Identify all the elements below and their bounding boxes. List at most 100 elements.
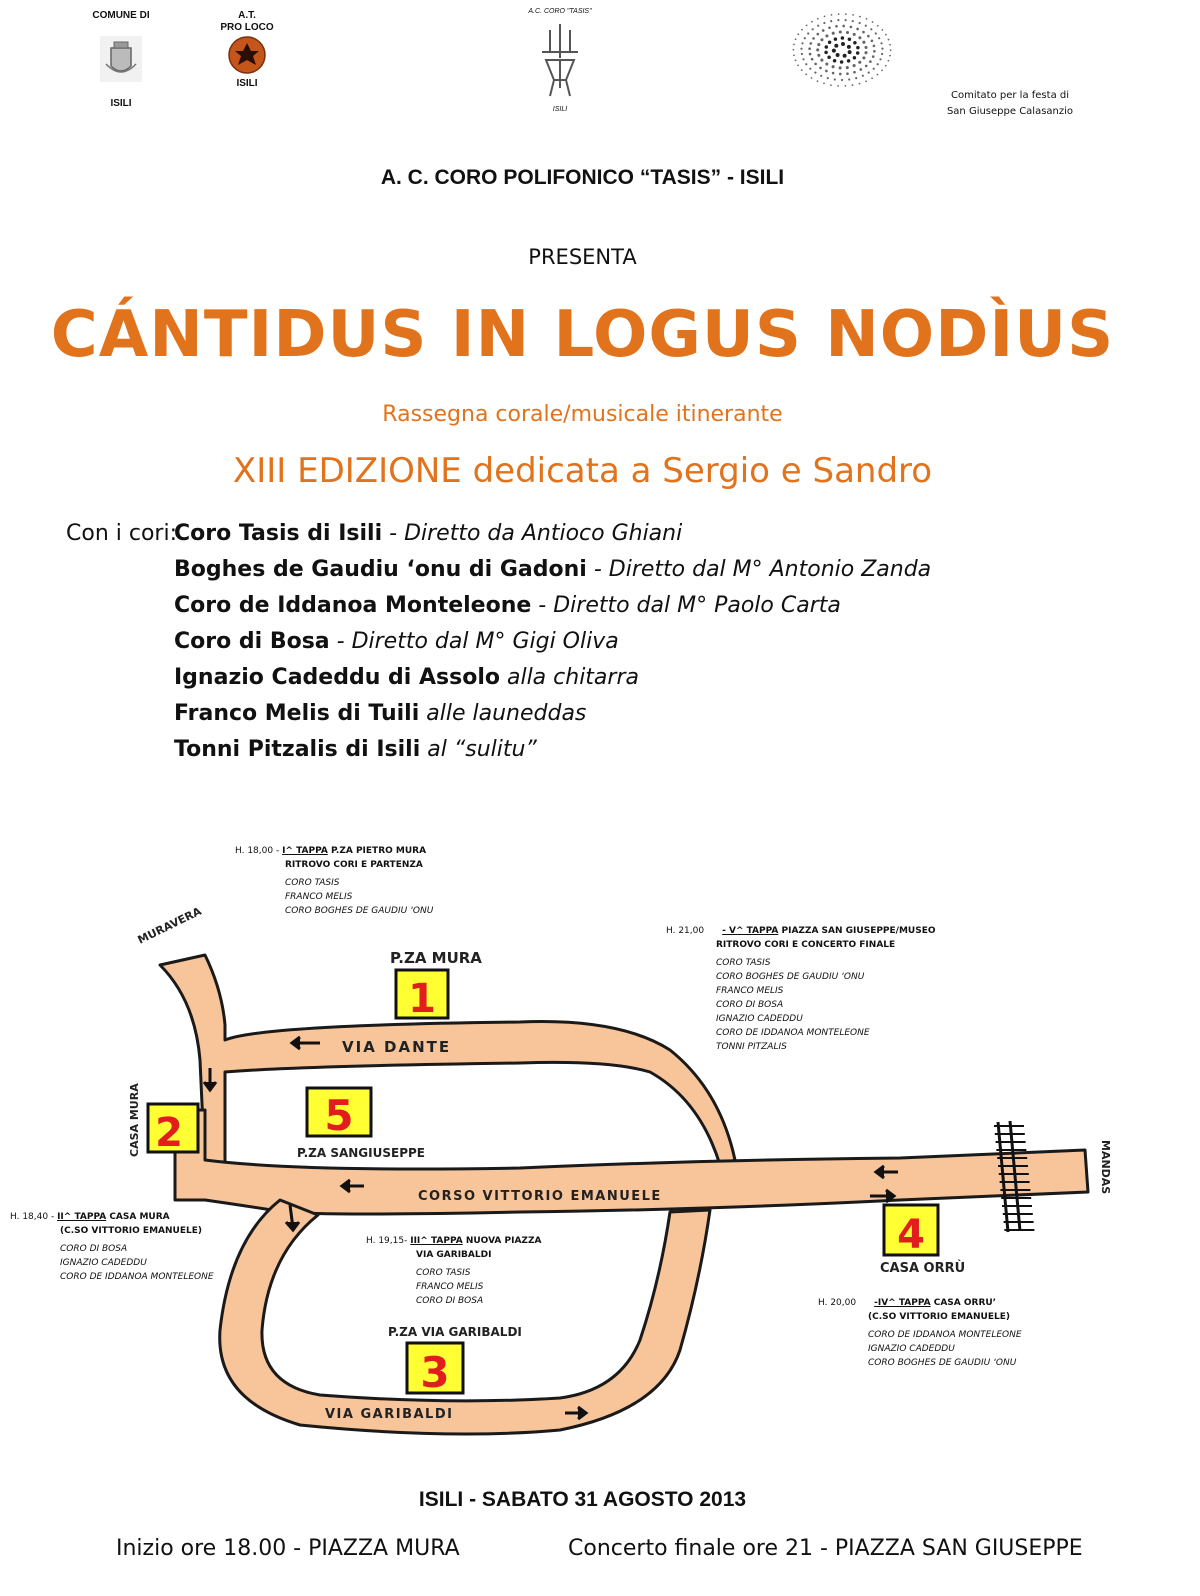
finale-info: Concerto finale ore 21 - PIAZZA SAN GIUS… [568, 1536, 1083, 1561]
arrow-left-icon [289, 1035, 320, 1051]
stage-number: I^ TAPPA [282, 846, 328, 856]
stage-performer: TONNI PITZALIS [716, 1042, 787, 1052]
stage-line2: VIA GARIBALDI [416, 1250, 492, 1260]
list-item: Ignazio Cadeddu di Assolo alla chitarra [66, 663, 931, 699]
marker-3-number: 3 [420, 1348, 449, 1397]
stage-place: NUOVA PIAZZA [462, 1236, 542, 1246]
choir-name: Coro di Bosa [174, 629, 330, 654]
coro-tasis-logo-icon [532, 18, 588, 102]
stage-time: H. 18,40 - [10, 1212, 58, 1222]
roads [158, 953, 1090, 1436]
stage-2-info: H. 18,40 - II^ TAPPA CASA MURA (C.SO VIT… [10, 1210, 214, 1284]
choir-detail: - Diretto dal M° Gigi Oliva [329, 629, 619, 654]
event-title: CÁNTIDUS IN LOGUS NODÌUS [50, 298, 1115, 372]
marker-1: 1 [394, 968, 450, 1022]
proloco-logo-top-label: A.T. [238, 10, 256, 21]
choir-detail: al “sulitu” [420, 737, 537, 762]
stage-5-info: H. 21,00- V^ TAPPA PIAZZA SAN GIUSEPPE/M… [666, 924, 936, 1054]
stage-performer: CORO TASIS [716, 958, 771, 968]
marker-4-number: 4 [897, 1212, 925, 1258]
label-via-garibaldi: VIA GARIBALDI [325, 1407, 453, 1422]
stage-3-info: H. 19,15- III^ TAPPA NUOVA PIAZZA VIA GA… [366, 1234, 541, 1308]
coro-logo-bottom-label: ISILI [552, 106, 568, 113]
stage-performer: CORO DI BOSA [716, 1000, 784, 1010]
choir-name: Ignazio Cadeddu di Assolo [174, 665, 500, 690]
arrow-right-icon [870, 1188, 897, 1204]
marker-4: 4 [882, 1203, 940, 1258]
stage-number: III^ TAPPA [410, 1236, 463, 1246]
stage-number: -IV^ TAPPA [874, 1298, 931, 1308]
stage-time: H. 18,00 - [235, 846, 283, 856]
label-pza-sangiuseppe: P.ZA SANGIUSEPPE [297, 1146, 425, 1160]
choir-name: Coro de Iddanoa Monteleone [174, 593, 532, 618]
stage-performer: FRANCO MELIS [285, 892, 353, 902]
choir-detail: alla chitarra [499, 665, 639, 690]
choir-name: Tonni Pitzalis di Isili [174, 737, 421, 762]
stage-performer: CORO DE IDDANOA MONTELEONE [716, 1028, 870, 1038]
stage-performer: CORO DI BOSA [416, 1296, 484, 1306]
arrow-down-icon [202, 1068, 218, 1093]
stage-performer: CORO BOGHES DE GAUDIU ‘ONU [716, 972, 865, 982]
road-via-garibaldi [218, 1198, 712, 1436]
label-casa-mura: CASA MURA [128, 1083, 141, 1157]
stage-number: II^ TAPPA [57, 1212, 107, 1222]
choirs-list: Con i cori:Coro Tasis di Isili - Diretto… [66, 519, 931, 771]
list-item: Coro di Bosa - Diretto dal M° Gigi Oliva [66, 627, 931, 663]
stage-performer: CORO TASIS [416, 1268, 471, 1278]
event-date: ISILI - SABATO 31 AGOSTO 2013 [418, 1488, 747, 1511]
choir-name: Coro Tasis di Isili [174, 521, 383, 546]
marker-5-number: 5 [324, 1091, 353, 1140]
stage-performer: IGNAZIO CADEDDU [60, 1258, 147, 1268]
stage-time: H. 20,00 [818, 1298, 857, 1308]
coro-logo-top-label: A.C. CORO "TASIS" [528, 8, 592, 15]
choir-detail: - Diretto da Antioco Ghiani [382, 521, 683, 546]
stage-performer: CORO TASIS [285, 878, 340, 888]
list-item: Con i cori:Coro Tasis di Isili - Diretto… [66, 519, 931, 555]
list-item: Coro de Iddanoa Monteleone - Diretto dal… [66, 591, 931, 627]
proloco-logo-mid-label: PRO LOCO [220, 22, 274, 33]
stage-1-info: H. 18,00 - I^ TAPPA P.ZA PIETRO MURA RIT… [235, 844, 433, 918]
stage-performer: CORO BOGHES DE GAUDIU ‘ONU [868, 1358, 1017, 1368]
stage-performer: CORO DE IDDANOA MONTELEONE [868, 1330, 1022, 1340]
list-item: Tonni Pitzalis di Isili al “sulitu” [66, 735, 931, 771]
marker-2-number: 2 [155, 1110, 183, 1156]
choir-name: Boghes de Gaudiu ‘onu di Gadoni [174, 557, 587, 582]
stage-performer: FRANCO MELIS [716, 986, 784, 996]
stage-performer: CORO BOGHES DE GAUDIU ‘ONU [285, 906, 434, 916]
comitato-label-line1: Comitato per la festa di [951, 90, 1069, 101]
marker-3: 3 [405, 1341, 465, 1397]
comitato-dots-logo-icon [790, 12, 894, 88]
label-mandas: MANDAS [1099, 1140, 1112, 1194]
stage-place: P.ZA PIETRO MURA [327, 846, 427, 856]
stage-performer: IGNAZIO CADEDDU [868, 1344, 955, 1354]
stage-performer: CORO DI BOSA [60, 1244, 128, 1254]
comune-logo-bottom-label: ISILI [110, 98, 132, 109]
stage-performer: FRANCO MELIS [416, 1282, 484, 1292]
stage-line2: (C.SO VITTORIO EMANUELE) [868, 1312, 1010, 1322]
choir-name: Franco Melis di Tuili [174, 701, 420, 726]
marker-5: 5 [305, 1086, 373, 1140]
list-item: Boghes de Gaudiu ‘onu di Gadoni - Dirett… [66, 555, 931, 591]
label-pza-garibaldi: P.ZA VIA GARIBALDI [388, 1325, 522, 1339]
label-pza-mura: P.ZA MURA [390, 949, 482, 967]
event-subtitle: Rassegna corale/musicale itinerante [382, 402, 783, 427]
route-map: 1 2 3 4 5 MURAVERA MANDAS VIA DANTE CORS… [128, 904, 1112, 1436]
stage-line2: (C.SO VITTORIO EMANUELE) [60, 1226, 202, 1236]
proloco-logo-icon [228, 36, 266, 74]
stage-performer: IGNAZIO CADEDDU [716, 1014, 803, 1024]
presents-label: PRESENTA [528, 245, 637, 269]
proloco-logo-bottom-label: ISILI [236, 78, 258, 89]
comune-crest-icon [100, 36, 142, 82]
label-casa-orru: CASA ORRÙ [880, 1260, 965, 1276]
organizer-heading: A. C. CORO POLIFONICO “TASIS” - ISILI [380, 166, 785, 189]
choirs-intro: Con i cori: [66, 521, 177, 546]
stage-line2: RITROVO CORI E CONCERTO FINALE [716, 940, 896, 950]
stage-line2: RITROVO CORI E PARTENZA [285, 860, 423, 870]
comune-logo-top-label: COMUNE DI [92, 10, 150, 21]
stage-time: H. 21,00 [666, 926, 705, 936]
railway [994, 1120, 1035, 1233]
stage-time: H. 19,15- [366, 1236, 411, 1246]
arrow-left-icon [339, 1178, 364, 1194]
edition-heading: XIII EDIZIONE dedicata a Sergio e Sandro [232, 451, 933, 491]
arrow-down-icon [284, 1204, 301, 1233]
